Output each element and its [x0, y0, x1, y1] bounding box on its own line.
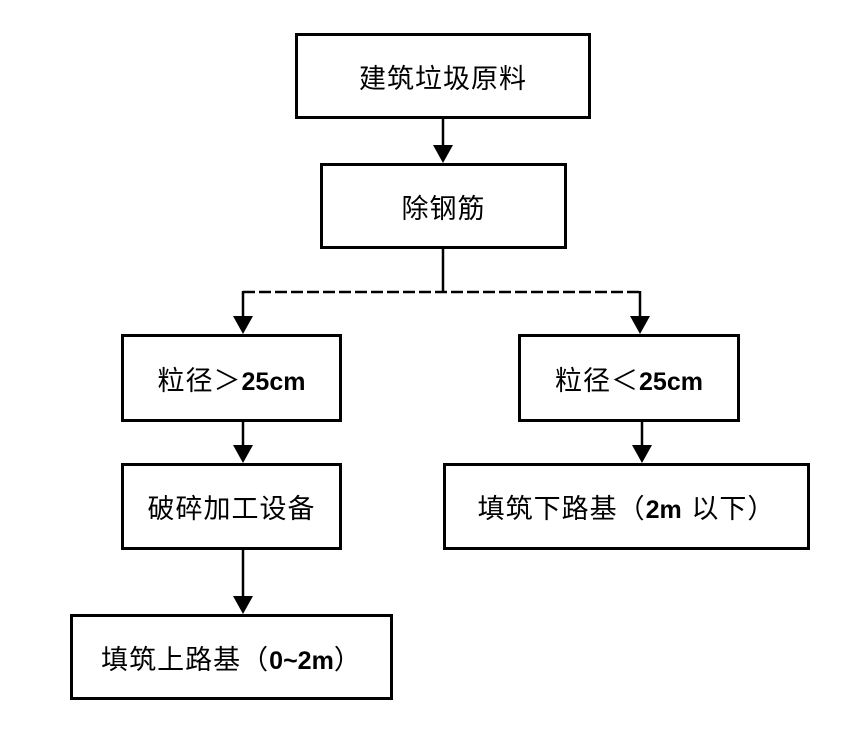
node-fill-lower-roadbed: 填筑下路基（2m 以下）: [443, 463, 810, 550]
node-fill-lower-roadbed-label: 填筑下路基（2m 以下）: [477, 494, 776, 525]
node-raw-material-label: 建筑垃圾原料: [359, 63, 527, 95]
node-remove-rebar-label: 除钢筋: [401, 193, 486, 225]
node-size-lt-25cm: 粒径＜25cm: [518, 334, 740, 422]
node-fill-upper-roadbed: 填筑上路基（0~2m）: [70, 614, 393, 700]
connector-gt25-to-crushing: [233, 422, 253, 463]
node-crushing-equipment: 破碎加工设备: [121, 463, 342, 550]
node-size-lt-25cm-label: 粒径＜25cm: [555, 365, 703, 397]
connector-branch-to-lt25: [630, 291, 650, 334]
node-raw-material: 建筑垃圾原料: [295, 33, 591, 119]
node-remove-rebar: 除钢筋: [320, 163, 567, 249]
node-size-gt-25cm-label: 粒径＞25cm: [157, 365, 306, 397]
connector-crushing-to-upper-roadbed: [233, 550, 253, 614]
connector-lt25-to-lower-roadbed: [632, 422, 652, 463]
node-fill-upper-roadbed-label: 填筑上路基（0~2m）: [101, 644, 362, 676]
node-size-gt-25cm: 粒径＞25cm: [121, 334, 342, 422]
connector-raw-to-rebar: [433, 119, 453, 163]
node-crushing-equipment-label: 破碎加工设备: [147, 494, 316, 525]
connector-branch-to-gt25: [233, 291, 253, 334]
